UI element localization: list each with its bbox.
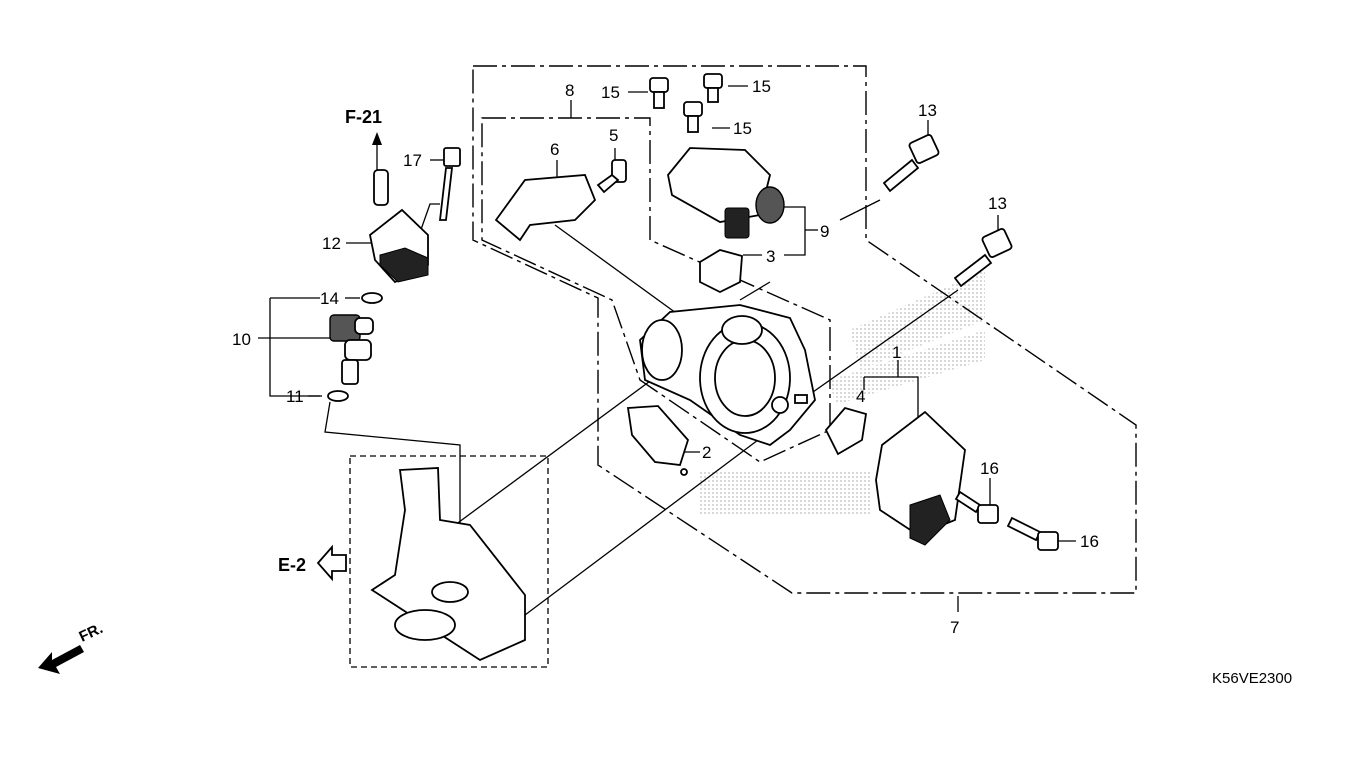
bracket-6 — [494, 174, 597, 242]
f21-label: F-21 — [345, 107, 382, 127]
screw-15b — [703, 73, 723, 103]
diagram-code: K56VE2300 — [1212, 670, 1292, 687]
bolt-17 — [438, 147, 461, 221]
screw-5 — [596, 159, 627, 194]
callout-2: 2 — [702, 443, 711, 462]
front-label: FR. — [77, 620, 106, 646]
callout-16a: 16 — [980, 459, 999, 478]
callout-16b: 16 — [1080, 532, 1099, 551]
intake-reference-box — [349, 455, 549, 668]
screw-15a — [649, 77, 669, 109]
callout-13a: 13 — [918, 101, 937, 120]
callout-15b: 15 — [752, 77, 771, 96]
callout-14: 14 — [320, 289, 339, 308]
gasket-3 — [699, 249, 743, 294]
callout-10: 10 — [232, 330, 251, 349]
callout-12: 12 — [322, 234, 341, 253]
assembly-outline-8 — [481, 117, 831, 463]
callout-8: 8 — [565, 81, 574, 100]
callout-17: 17 — [403, 151, 422, 170]
injector-10 — [329, 314, 374, 385]
front-direction-arrow: FR. — [38, 620, 106, 674]
o-ring-11 — [327, 390, 349, 402]
o-ring-14 — [361, 292, 383, 304]
intake-manifold — [370, 467, 526, 662]
callout-7: 7 — [950, 618, 959, 637]
callout-1: 1 — [892, 343, 901, 362]
callout-9: 9 — [820, 222, 829, 241]
callout-15c: 15 — [733, 119, 752, 138]
callout-5: 5 — [609, 126, 618, 145]
bolt-16b — [1006, 516, 1059, 551]
callout-6: 6 — [550, 140, 559, 159]
callout-3: 3 — [766, 247, 775, 266]
callout-numbers: 1 2 3 4 5 6 7 8 9 10 11 12 13 13 14 15 1… — [232, 77, 1099, 637]
callout-4: 4 — [856, 387, 865, 406]
screw-15c — [683, 101, 703, 133]
o-ring-4 — [824, 406, 868, 456]
f21-reference: F-21 — [345, 107, 382, 170]
assembly-outline-7 — [472, 65, 1137, 594]
bolt-16a — [954, 490, 999, 524]
bolt-13a — [882, 134, 940, 193]
throttle-body — [639, 304, 816, 447]
bolt-13b — [953, 228, 1013, 288]
gasket-2-pin — [680, 468, 688, 476]
callout-13b: 13 — [988, 194, 1007, 213]
e2-reference: E-2 — [278, 544, 347, 582]
callout-11: 11 — [286, 387, 304, 406]
callout-15a: 15 — [601, 83, 620, 102]
fuel-joint-12 — [369, 169, 429, 284]
throttle-sensor-1 — [875, 410, 966, 546]
sensor-9 — [667, 147, 785, 239]
e2-label: E-2 — [278, 555, 306, 575]
gasket-2 — [626, 405, 690, 466]
